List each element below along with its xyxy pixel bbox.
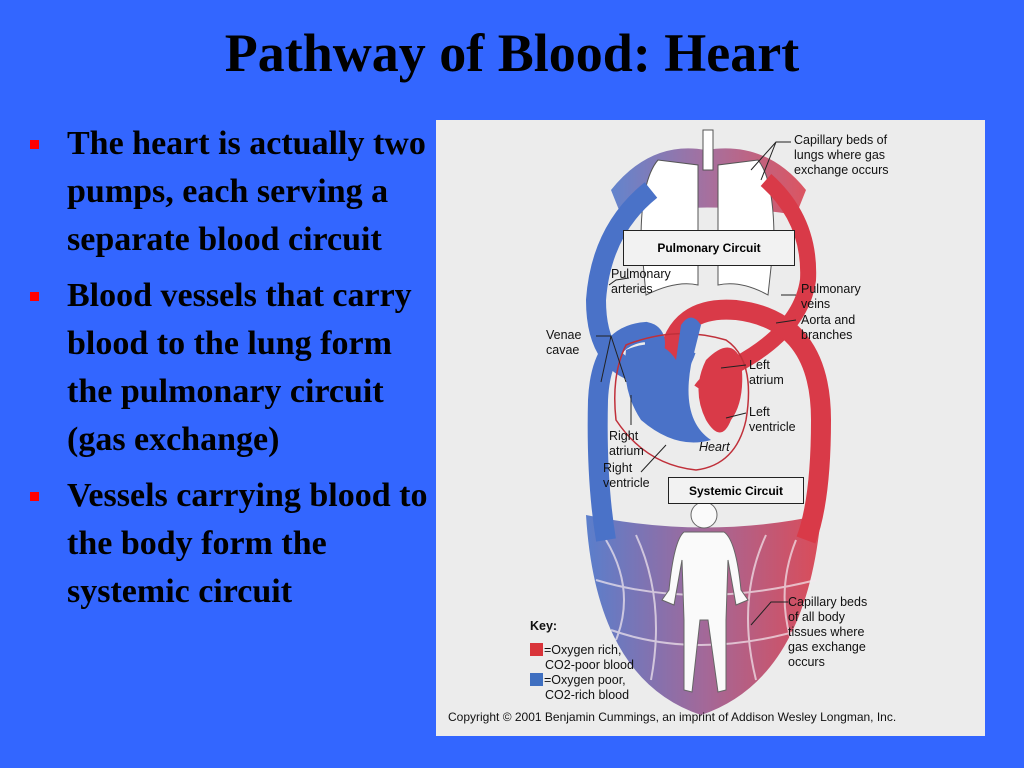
key-item-line2: CO2-poor blood <box>545 658 634 672</box>
pulmonary-circuit-box: Pulmonary Circuit <box>623 230 795 266</box>
label-pulmonary-arteries: Pulmonary arteries <box>611 267 671 296</box>
label-pulmonary-veins: Pulmonary veins <box>801 282 861 311</box>
heart-outline <box>614 332 750 471</box>
capillary-texture <box>595 534 817 681</box>
bullet-item: Vessels carrying blood to the body form … <box>30 472 430 616</box>
label-heart: Heart <box>699 440 730 454</box>
bullet-text: The heart is actually two pumps, each se… <box>67 125 426 258</box>
slide-title: Pathway of Blood: Heart <box>224 23 800 83</box>
label-venae-cavae: Venae cavae <box>546 328 582 357</box>
key-item-line1: =Oxygen rich, <box>544 643 622 657</box>
label-left-atrium: Left atrium <box>749 358 784 387</box>
label-left-ventricle: Left ventricle <box>749 405 796 434</box>
key-item-oxygen-rich: =Oxygen rich, CO2-poor blood <box>530 643 634 673</box>
key-item-line1: =Oxygen poor, <box>544 673 626 687</box>
label-right-ventricle: Right ventricle <box>603 461 650 490</box>
leader-lines <box>596 141 797 626</box>
circulation-diagram: Capillary beds of lungs where gas exchan… <box>436 120 985 736</box>
blue-swatch-icon <box>530 673 543 686</box>
trachea <box>702 129 714 171</box>
circulation-illustration <box>585 129 832 715</box>
bullet-text: Blood vessels that carry blood to the lu… <box>67 277 412 458</box>
bullet-item: Blood vessels that carry blood to the lu… <box>30 272 430 464</box>
label-capillary-lungs: Capillary beds of lungs where gas exchan… <box>794 133 889 177</box>
key-item-line2: CO2-rich blood <box>545 688 630 702</box>
copyright-text: Copyright © 2001 Benjamin Cummings, an i… <box>448 710 897 724</box>
label-right-atrium: Right atrium <box>609 429 644 458</box>
key-item-oxygen-poor: =Oxygen poor, CO2-rich blood <box>530 673 629 703</box>
human-figure <box>661 501 749 693</box>
bullet-square-icon <box>30 292 39 301</box>
pulmonary-artery-vessel <box>585 182 658 385</box>
bullet-text: Vessels carrying blood to the body form … <box>67 477 428 610</box>
bullet-list: The heart is actually two pumps, each se… <box>30 120 430 624</box>
bullet-square-icon <box>30 140 39 149</box>
left-heart <box>698 347 743 433</box>
label-capillary-body: Capillary beds of all body tissues where… <box>788 595 868 669</box>
key-title: Key: <box>530 619 558 633</box>
bullet-item: The heart is actually two pumps, each se… <box>30 120 430 264</box>
right-heart <box>625 317 711 443</box>
label-aorta: Aorta and branches <box>801 313 856 342</box>
bullet-square-icon <box>30 492 39 501</box>
aorta-vessel <box>658 299 832 544</box>
red-swatch-icon <box>530 643 543 656</box>
systemic-circuit-box: Systemic Circuit <box>668 477 804 504</box>
